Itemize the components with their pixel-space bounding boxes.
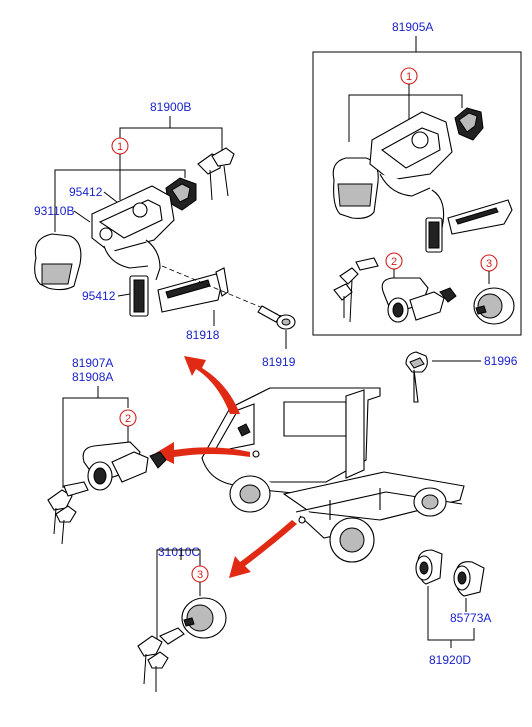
arrow-to-ignition — [184, 356, 240, 414]
kit-81905a-frame — [312, 51, 522, 336]
ref-door-2: 2 — [125, 413, 131, 425]
fuel-cap-group: 31010C 3 — [137, 545, 227, 692]
ref-assy-1: 1 — [117, 141, 123, 153]
red-arrows — [154, 356, 297, 578]
cylinder-2 — [453, 561, 485, 597]
part-95412-label-bottom[interactable]: 95412 — [82, 289, 116, 303]
arrow-to-fuel-cap — [229, 520, 297, 578]
truck-illustration — [201, 387, 465, 563]
assy-81900b-group: 81900B 1 95412 93110B — [34, 100, 296, 369]
part-31010c-label[interactable]: 31010C — [158, 545, 200, 559]
kit-door-cylinder — [381, 277, 457, 323]
cylinder-set-group: 85773A 81920D — [415, 549, 491, 667]
fuel-cap-keys — [137, 627, 185, 692]
door-keys — [47, 481, 89, 545]
part-81908a-label[interactable]: 81908A — [72, 370, 113, 384]
assy-keys — [197, 147, 235, 201]
part-81918-label[interactable]: 81918 — [186, 328, 220, 342]
ref-kit-2: 2 — [391, 256, 397, 268]
kit-81905a-group: 81905A 1 2 — [312, 20, 522, 336]
door-lock-cylinder — [82, 441, 167, 491]
ref-kit-3: 3 — [486, 258, 492, 270]
ref-cap-3: 3 — [197, 569, 203, 581]
key-81996: 81996 — [405, 351, 518, 403]
part-81920d-label[interactable]: 81920D — [429, 653, 471, 667]
arrow-to-door-lock — [154, 442, 250, 464]
part-85773a-label[interactable]: 85773A — [450, 611, 491, 625]
part-81907a-label[interactable]: 81907A — [72, 356, 113, 370]
kit-81905a-label[interactable]: 81905A — [392, 20, 433, 34]
cylinder-85773a — [415, 549, 443, 585]
part-93110b-label[interactable]: 93110B — [34, 204, 74, 218]
kit-ignition-switch — [332, 107, 484, 253]
assy-ignition-switch — [34, 185, 175, 317]
assy-81900b-label[interactable]: 81900B — [150, 100, 191, 114]
ref-kit-1: 1 — [406, 71, 412, 83]
part-81919-label[interactable]: 81919 — [262, 355, 296, 369]
part-95412-label-top[interactable]: 95412 — [69, 185, 103, 199]
door-lock-group: 81907A 81908A 2 — [47, 356, 167, 545]
part-81996-label[interactable]: 81996 — [484, 354, 518, 368]
fuel-cap — [181, 597, 227, 639]
kit-fuel-cap — [473, 287, 515, 325]
bolt-81919 — [257, 305, 296, 330]
strap-81918 — [157, 267, 229, 313]
kit-keys — [333, 257, 379, 323]
